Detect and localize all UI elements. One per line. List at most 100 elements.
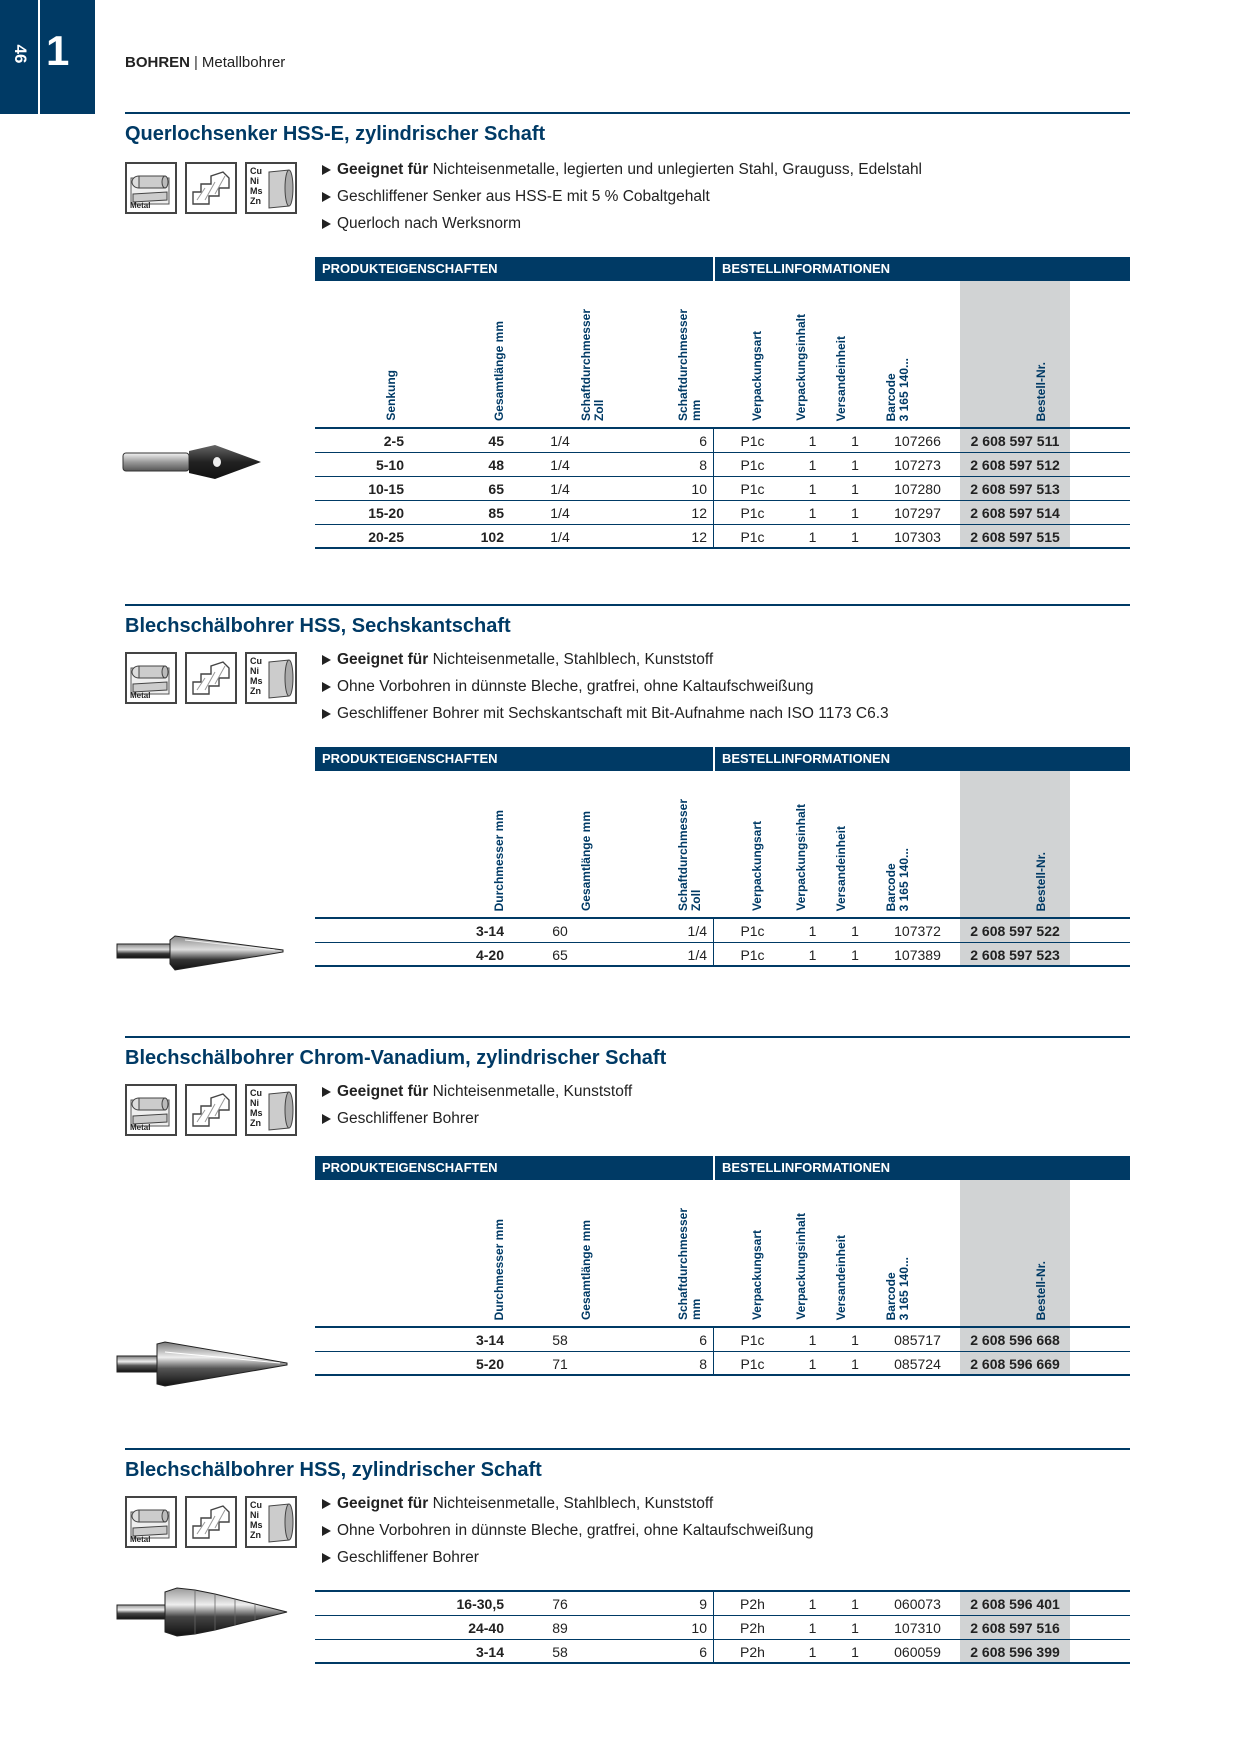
product-image	[115, 437, 265, 492]
table-cell: 60	[552, 923, 568, 939]
table-cell: 2 608 597 515	[970, 529, 1060, 545]
table-cell: 1	[808, 457, 817, 473]
metal-label: Metal	[130, 201, 151, 210]
table-cell: 1	[808, 1332, 817, 1348]
column-header: Barcode 3 165 140...	[884, 357, 911, 421]
feature-text: Ohne Vorbohren in dünnste Bleche, gratfr…	[337, 1522, 814, 1539]
column-header: Barcode 3 165 140...	[884, 1256, 911, 1320]
table-cell: 1	[851, 947, 859, 963]
table-top-rule	[315, 1590, 1130, 1592]
feature-item: Geeignet für Nichteisenmetalle, Kunststo…	[320, 1078, 632, 1105]
cone-drill-image	[116, 1341, 288, 1387]
table-cell: 060059	[894, 1644, 941, 1660]
column-header: Barcode 3 165 140...	[884, 847, 911, 911]
metal-material-icon: Metal	[125, 1496, 177, 1548]
column-header: Schaftdurchmesser Zoll	[676, 798, 703, 911]
table-cell: P1c	[740, 529, 765, 545]
breadcrumb-subcategory: Metallbohrer	[201, 54, 286, 71]
table-group-header: PRODUKTEIGENSCHAFTEN BESTELLINFORMATIONE…	[315, 1156, 1130, 1180]
table-cell: 1	[851, 457, 859, 473]
table-cell: 89	[552, 1620, 568, 1636]
product-image	[115, 1334, 290, 1399]
hex-shank-drill-image	[116, 935, 284, 971]
feature-list: Geeignet für Nichteisenmetalle, Stahlble…	[320, 646, 889, 727]
column-header: Schaftdurchmesser mm	[676, 1207, 703, 1320]
table-cell: P2h	[740, 1620, 765, 1636]
column-header: Verpackungsart	[750, 1229, 764, 1320]
feature-item: Ohne Vorbohren in dünnste Bleche, gratfr…	[320, 1517, 814, 1544]
metal-material-icon: Metal	[125, 652, 177, 704]
feature-text: Nichteisenmetalle, legierten und unlegie…	[428, 161, 923, 178]
table-cell: 1	[851, 529, 859, 545]
table-cell: 10	[691, 481, 707, 497]
feature-text: Geschliffener Bohrer	[337, 1110, 479, 1127]
column-header: Senkung	[384, 370, 398, 421]
feature-bold: Geeignet für	[337, 1083, 429, 1100]
group-order-info: BESTELLINFORMATIONEN	[715, 747, 1130, 771]
chapter-tab: 46 1	[0, 0, 95, 114]
column-header: Bestell-Nr.	[1034, 1260, 1048, 1320]
table-cell: 107266	[894, 433, 941, 449]
feature-item: Querloch nach Werksnorm	[320, 210, 922, 237]
column-header: Verpackungsinhalt	[794, 314, 808, 421]
table-cell: 1/4	[550, 529, 570, 545]
table-cell: 1/4	[687, 947, 707, 963]
column-header: Verpackungsart	[750, 820, 764, 911]
feature-text: Geschliffener Senker aus HSS-E mit 5 % C…	[337, 188, 710, 205]
table-cell: 1	[808, 1356, 817, 1372]
column-header: Gesamtlänge mm	[492, 320, 506, 421]
table-cell: P2h	[740, 1596, 765, 1612]
table-cell: P1c	[740, 505, 765, 521]
table-cell: 12	[691, 529, 707, 545]
feature-item: Geeignet für Nichteisenmetalle, legierte…	[320, 156, 922, 183]
table-group-header: PRODUKTEIGENSCHAFTEN BESTELLINFORMATIONE…	[315, 257, 1130, 281]
table-cell: 102	[480, 529, 504, 545]
table-cell: 65	[488, 481, 504, 497]
table-cell: P1c	[740, 1356, 765, 1372]
table-cell: 1	[851, 1332, 859, 1348]
table-cell: 65	[552, 947, 568, 963]
metal-material-icon: Metal	[125, 1084, 177, 1136]
table-cell: 10	[691, 1620, 707, 1636]
table-cell: 1	[851, 1644, 859, 1660]
table-cell: 2 608 596 668	[970, 1332, 1060, 1348]
page-number: 46	[11, 44, 30, 64]
group-order-info: BESTELLINFORMATIONEN	[715, 1156, 1130, 1180]
section-rule	[125, 604, 1130, 606]
table-cell: 107273	[894, 457, 941, 473]
table-cell: 2 608 596 399	[970, 1644, 1060, 1660]
table-cell: 45	[488, 433, 504, 449]
feature-item: Geschliffener Bohrer mit Sechskantschaft…	[320, 700, 889, 727]
column-header: Bestell-Nr.	[1034, 361, 1048, 421]
table-cell: 060073	[894, 1596, 941, 1612]
tab-divider	[38, 0, 40, 114]
table-cell: 107303	[894, 529, 941, 545]
table-cell: 1/4	[550, 481, 570, 497]
table-cell: 16-30,5	[456, 1596, 504, 1612]
feature-item: Geeignet für Nichteisenmetalle, Stahlble…	[320, 646, 889, 673]
table-cell: P1c	[740, 1332, 765, 1348]
section-title: Blechschälbohrer Chrom-Vanadium, zylindr…	[125, 1047, 667, 1069]
feature-text: Geschliffener Bohrer	[337, 1549, 479, 1566]
product-table: PRODUKTEIGENSCHAFTEN BESTELLINFORMATIONE…	[315, 1156, 1130, 1376]
table-cell: 6	[699, 1644, 707, 1660]
table-cell: 1	[808, 1644, 817, 1660]
feature-item: Geschliffener Bohrer	[320, 1105, 632, 1132]
step-drill-image	[116, 1587, 288, 1637]
countersink-drill-image	[122, 445, 261, 479]
feature-bold: Geeignet für	[337, 161, 429, 178]
table-cell: 1	[851, 923, 859, 939]
breadcrumb-category: BOHREN	[125, 54, 191, 71]
table-cell: P1c	[740, 481, 765, 497]
column-header: Versandeinheit	[834, 1234, 848, 1320]
